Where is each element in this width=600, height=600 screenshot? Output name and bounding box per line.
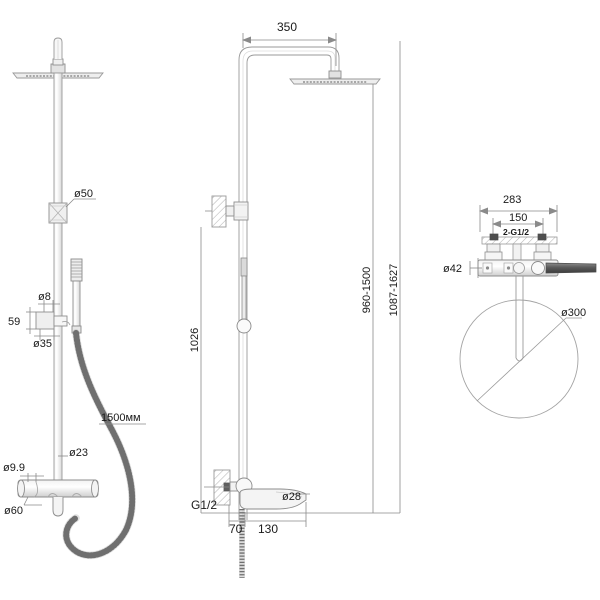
label-dia8-left: ø8 [38,291,51,303]
label-range-low-middle: 960-1500 [361,267,373,314]
label-dia23-left: ø23 [69,447,88,459]
hand-shower-middle [236,257,252,334]
shower-arm-middle [238,46,340,520]
mixer-body-left [17,479,99,517]
riser-collar-left [48,202,68,224]
label-rail-height-middle: 1026 [189,328,201,352]
overhead-shower-head-left [12,37,104,79]
label-body-dia-right: ø42 [443,263,462,275]
label-dia60-left: ø60 [4,505,23,517]
label-head-dia-right: ø300 [561,307,586,319]
riser-stem-right [515,276,524,362]
overhead-shower-head-middle [289,70,381,85]
mixer-body-right [477,259,597,277]
label-wall-offset-middle: 70 [229,522,243,536]
hand-shower-left [70,258,83,334]
label-dia99-left: ø9.9 [3,462,25,474]
wall-bracket-middle [205,195,249,228]
label-centers-right: 150 [509,212,527,224]
label-inlet-thread-middle: G1/2 [191,498,217,512]
label-height59-left: 59 [8,316,20,328]
label-arm-reach-middle: 350 [277,20,297,34]
shower-head-circle-right [459,299,579,419]
view-left-elevation: ø50 1500мм ø23 [3,37,146,560]
label-hose-length-left: 1500мм [101,412,141,424]
label-dia50-left: ø50 [74,188,93,200]
label-range-high-middle: 1087-1627 [388,264,400,317]
riser-pipe-left [53,72,63,481]
label-spout-dia-middle: ø28 [282,491,301,503]
label-spout-reach-middle: 130 [258,522,278,536]
view-middle-elevation: 350 1026 [189,20,401,578]
label-dia35-left: ø35 [33,338,52,350]
label-thread-right: 2-G1/2 [503,227,529,237]
label-overall-width-right: 283 [503,194,521,206]
hand-shower-bracket-left [35,311,71,330]
view-right-plan: 283 150 2-G1/2 [443,194,597,419]
shower-hose-left [62,329,136,560]
mixer-body-middle [229,477,307,578]
